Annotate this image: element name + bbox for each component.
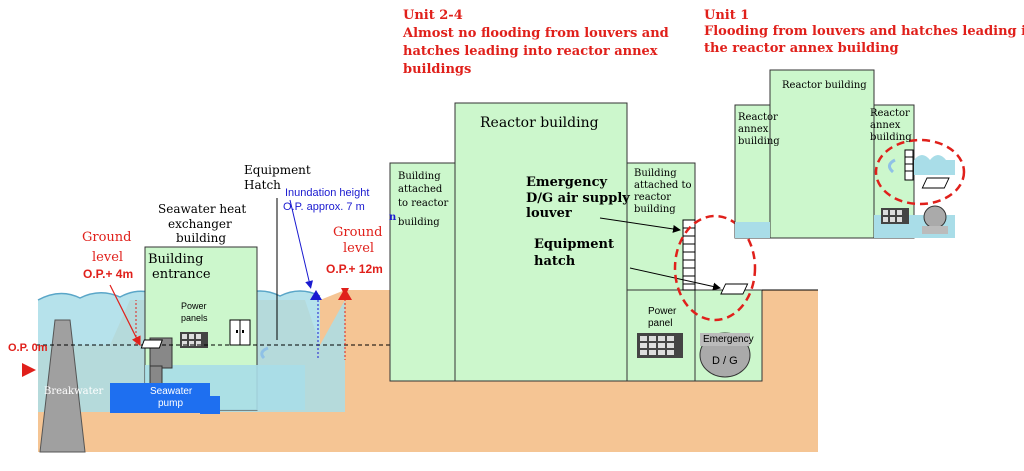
reactor-building-label: Reactor building	[480, 115, 599, 131]
equipment-hatch-label-1: Equipment	[244, 163, 311, 177]
attached-left-2: attached	[398, 184, 443, 195]
ground-left-label-1: Ground	[82, 230, 132, 245]
hatch-label-1: Equipment	[534, 237, 614, 252]
reactor-building	[454, 102, 628, 382]
attached-right-2: attached to	[634, 180, 692, 191]
attached-right-4: building	[634, 204, 676, 215]
attached-left-1: Building	[398, 171, 441, 182]
attached-right-3: reactor	[634, 192, 672, 203]
louver-label-1: Emergency	[526, 175, 608, 190]
ground-right-label-1: Ground	[333, 225, 383, 240]
unit1-hatch	[921, 177, 950, 189]
power-panels-label-2: panels	[181, 313, 208, 323]
dg-label: D / G	[712, 355, 738, 367]
breakwater-label: Breakwater	[44, 386, 104, 397]
heat-exchanger-label-3: building	[176, 231, 227, 245]
ground-left-value: O.P.+ 4m	[83, 267, 134, 281]
unit24-title: Unit 2-4	[403, 8, 463, 23]
highlight-circle-main	[673, 214, 757, 322]
unit1-water	[735, 222, 770, 238]
unit1-annex-left-1: Reactor	[738, 112, 778, 123]
ground-right-value: O.P.+ 12m	[326, 262, 383, 276]
equipment-hatch-main	[720, 283, 749, 295]
power-panel-label-2: panel	[648, 318, 673, 329]
hatch-label-2: hatch	[534, 254, 576, 269]
seawater-pump-label-1: Seawater	[150, 386, 193, 397]
op0-label: O.P. 0m	[8, 342, 48, 354]
unit1-reactor-label: Reactor building	[782, 80, 867, 91]
door-icon	[229, 319, 251, 346]
louver-pointer	[599, 217, 681, 233]
unit1-annex-right-1: Reactor	[870, 108, 910, 119]
unit1-annex-left	[734, 104, 771, 239]
unit1-annex-right-3: building	[870, 132, 912, 143]
emergency-label: Emergency	[703, 334, 754, 345]
unit1-line1: Flooding from louvers and hatches leadin…	[704, 24, 1024, 39]
unit1-annex-left-3: building	[738, 136, 780, 147]
seawater-pump-label-2: pump	[158, 398, 184, 409]
heat-exchanger-label-1: Seawater heat	[158, 202, 247, 216]
flow-arrow-1	[260, 346, 269, 360]
hatch-seawater	[140, 339, 163, 349]
unit1-title: Unit 1	[704, 8, 750, 23]
power-panel-label-1: Power	[648, 306, 677, 317]
seawater-pump-icon	[110, 337, 220, 414]
ground-right-label-2: level	[343, 241, 375, 256]
highlight-circle-unit1	[874, 138, 966, 206]
ground-left-pointer	[109, 284, 141, 347]
power-panels-icon	[180, 332, 208, 348]
unit1-louver-icon	[904, 149, 914, 181]
louver-icon	[682, 219, 696, 291]
equipment-hatch-label-2: Hatch	[244, 178, 281, 192]
louver-label-2: D/G air supply	[526, 191, 630, 206]
op0-marker	[22, 363, 36, 377]
building-entrance-label-2: entrance	[152, 267, 211, 282]
dg-icon	[699, 332, 751, 378]
louver-label-3: louver	[526, 206, 572, 221]
marker-n: n	[389, 212, 397, 223]
heat-exchanger-label-2: exchanger	[168, 217, 232, 231]
attached-left-3: to reactor	[398, 198, 449, 209]
unit1-waves	[914, 155, 955, 175]
attached-left-4: building	[398, 217, 440, 228]
attached-right-1: Building	[634, 168, 677, 179]
unit1-annex-left-2: annex	[738, 124, 769, 135]
unit24-line1: Almost no flooding from louvers and	[403, 26, 669, 41]
unit1-reactor-building	[769, 69, 875, 239]
power-panels-label-1: Power	[181, 301, 207, 311]
inundation-label-2: O.P. approx. 7 m	[283, 201, 365, 213]
unit1-panel-icon	[881, 208, 909, 224]
attached-building-left	[389, 162, 456, 382]
breakwater-icon	[39, 319, 86, 453]
ground-left-label-2: level	[92, 250, 124, 265]
inundation-label-1: Inundation height	[285, 187, 370, 199]
unit24-line2: hatches leading into reactor annex	[403, 44, 658, 59]
unit1-flow-arrow	[888, 158, 896, 174]
unit1-dg-icon	[922, 205, 948, 234]
power-panel-icon	[637, 333, 683, 358]
building-entrance-label-1: Building	[148, 252, 204, 267]
unit24-line3: buildings	[403, 62, 472, 77]
unit1-annex-right-2: annex	[870, 120, 901, 131]
unit1-line2: the reactor annex building	[704, 41, 899, 56]
